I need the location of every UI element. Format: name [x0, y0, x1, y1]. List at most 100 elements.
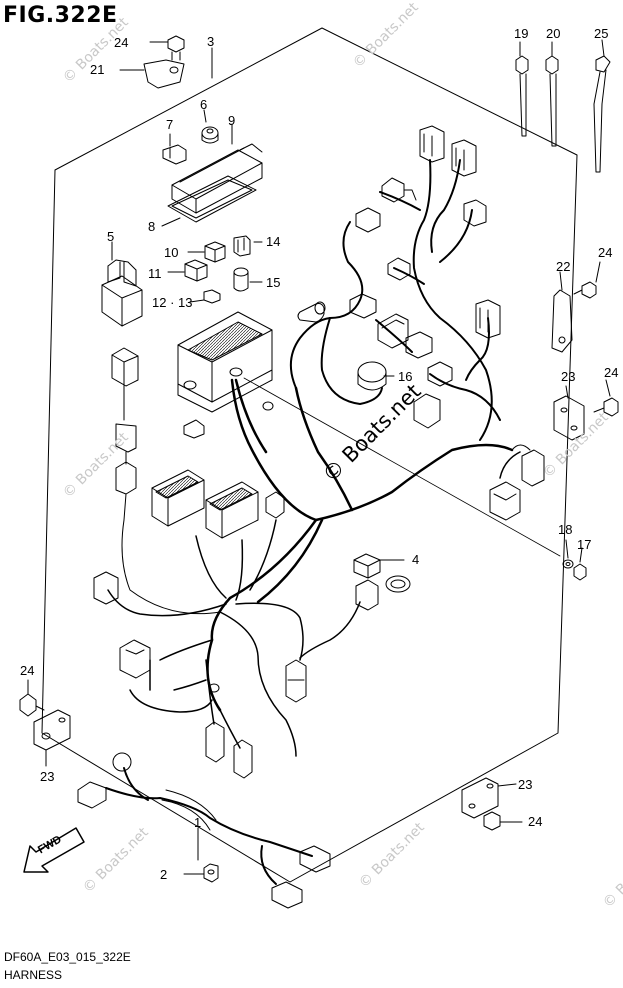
cable-tie-20 [545, 55, 559, 147]
connector-r1 [419, 125, 445, 163]
connector-4 [353, 553, 411, 593]
connector-r6 [387, 257, 411, 281]
sub-harness-connector-b [299, 845, 331, 873]
upper-harness [289, 159, 501, 441]
main-harness-bundle [206, 378, 514, 712]
ring-terminal-b [208, 683, 220, 693]
callout-21: 21 [90, 62, 105, 77]
bolt-24-right-b [593, 397, 619, 417]
small-connector-c [265, 491, 285, 519]
connector-r5 [463, 199, 487, 227]
fuse-box-seal [167, 175, 257, 223]
connector-r14 [521, 449, 545, 487]
assembly-frame [41, 27, 578, 883]
harness-branches [107, 519, 361, 757]
connector-r13 [489, 481, 521, 521]
bracket-22 [551, 289, 573, 353]
callout-16: 16 [398, 369, 413, 384]
bolt-24-bottom [483, 811, 523, 831]
washer-18 [562, 559, 574, 569]
ring-terminal-a [262, 401, 274, 411]
sub-harness-connector-a [77, 781, 107, 809]
callout-12-13: 12 · 13 [152, 295, 193, 310]
sub-harness-connector-c [271, 881, 303, 909]
callout-24: 24 [528, 814, 543, 829]
callout-10: 10 [164, 245, 179, 260]
callout-23: 23 [561, 369, 576, 384]
figure-code: DF60A_E03_015_322E [4, 950, 131, 964]
nut-2 [203, 863, 219, 883]
callout-22: 22 [556, 259, 571, 274]
callout-7: 7 [166, 117, 174, 132]
callout-25: 25 [594, 26, 609, 41]
bolt-24-left [19, 679, 45, 717]
connector-r12 [413, 393, 441, 429]
cable-tie-25 [593, 55, 611, 173]
callout-4: 4 [412, 552, 420, 567]
multi-pin-connector-b [205, 481, 259, 539]
connector-r11 [427, 361, 453, 387]
callout-18: 18 [558, 522, 573, 537]
connector-l2 [119, 639, 151, 679]
bracket-23-right [553, 395, 585, 441]
sub-harness-cap [112, 752, 132, 772]
connector-r4 [355, 207, 381, 233]
bolt-24-top [149, 35, 185, 61]
callout-15: 15 [266, 275, 281, 290]
callout-14: 14 [266, 234, 281, 249]
connector-l1 [93, 571, 119, 605]
callout-8: 8 [148, 219, 156, 234]
callout-17: 17 [577, 537, 592, 552]
nut-17 [573, 563, 587, 581]
callout-24: 24 [604, 365, 619, 380]
callout-9: 9 [228, 113, 236, 128]
sub-harness-1-sleeve [161, 789, 217, 831]
sensor-plug [297, 301, 326, 323]
relay-10 [204, 241, 226, 263]
relay-11 [184, 259, 208, 282]
bracket-23-bottom [461, 777, 499, 819]
cable-tie-19 [515, 55, 529, 137]
callout-11: 11 [148, 266, 162, 281]
connector-l3 [205, 721, 225, 763]
connector-r9 [377, 313, 409, 349]
callout-1: 1 [194, 815, 202, 830]
callout-5: 5 [107, 229, 115, 244]
leader-lines [111, 109, 611, 561]
connector-r8 [349, 293, 377, 319]
figure-title: FIG.322E [3, 3, 118, 28]
fuse-12-13 [203, 289, 221, 304]
callout-2: 2 [160, 867, 168, 882]
callout-23: 23 [40, 769, 55, 784]
junction-box [177, 311, 273, 413]
buzzer [357, 361, 387, 391]
callout-24: 24 [20, 663, 35, 678]
callout-19: 19 [514, 26, 529, 41]
multi-pin-connector-a [151, 469, 205, 527]
figure-name: HARNESS [4, 968, 63, 982]
connector-4b [355, 579, 379, 611]
leader-16-to-17 [243, 377, 561, 557]
connector-r10 [405, 331, 433, 359]
clamp-21 [119, 59, 185, 89]
connector-r3 [381, 177, 417, 203]
callout-24: 24 [114, 35, 129, 50]
callout-20: 20 [546, 26, 561, 41]
fuse-box-grommet [201, 126, 219, 144]
connector-r7 [475, 299, 501, 339]
cap-15 [233, 267, 249, 292]
relay-5 [101, 259, 143, 327]
relay-14 [233, 235, 251, 257]
connector-l4 [233, 739, 253, 779]
connector-r2 [451, 139, 477, 177]
connector-l6 [183, 419, 205, 439]
callout-23: 23 [518, 777, 533, 792]
bracket-23-left [33, 709, 71, 751]
fuse-box-clip [162, 144, 187, 165]
callout-6: 6 [200, 97, 208, 112]
callout-3: 3 [207, 34, 215, 49]
connector-l5 [285, 659, 307, 703]
bolt-24-right-a [573, 281, 597, 299]
fwd-arrow [23, 827, 85, 873]
